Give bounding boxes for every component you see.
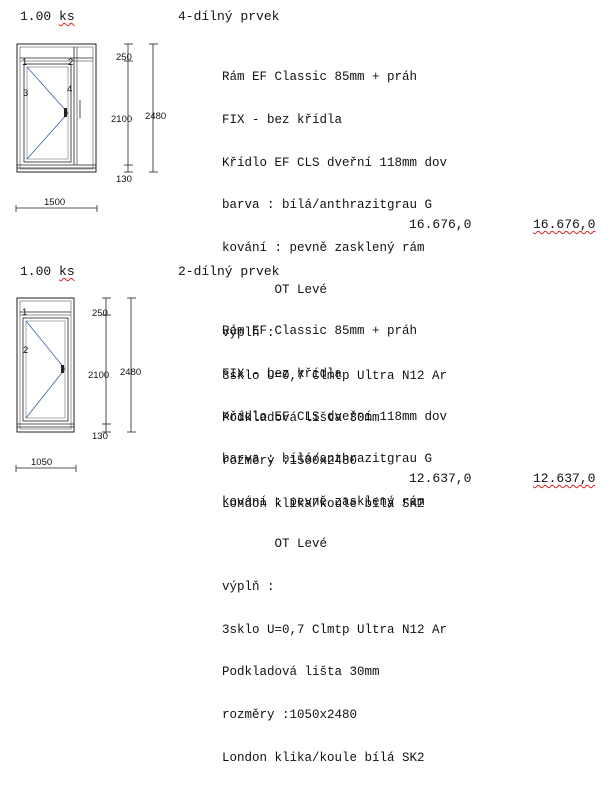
field-label: 1 <box>22 307 27 318</box>
width-dimension: 1050 <box>31 457 52 468</box>
unit-price: 12.637,0 <box>409 471 472 486</box>
dimension-middle: 2100 <box>88 370 109 381</box>
dimension-middle: 2100 <box>111 114 132 125</box>
width-dimension: 1500 <box>44 197 65 208</box>
dimension-top: 250 <box>116 52 132 63</box>
quote-item: 1.00 ks 2-dílný prvek 1 2 1050 250 2100 <box>0 256 612 765</box>
quantity: 1.00 ks <box>20 264 75 279</box>
item-title: 4-dílný prvek <box>178 9 280 24</box>
field-label: 2 <box>23 345 28 356</box>
dimension-height: 2480 <box>120 367 141 378</box>
dimension-bottom: 130 <box>92 431 108 442</box>
total-price: 12.637,0 <box>533 471 596 486</box>
total-price: 16.676,0 <box>533 217 596 232</box>
field-label: 4 <box>67 84 72 95</box>
window-drawing: 1 2 1050 250 2100 130 2480 <box>15 297 141 472</box>
dimension-bottom: 130 <box>116 174 132 185</box>
item-title: 2-dílný prvek <box>178 264 280 279</box>
dimension-height: 2480 <box>145 111 166 122</box>
field-label: 2 <box>68 57 73 68</box>
unit-price: 16.676,0 <box>409 217 472 232</box>
dimension-top: 250 <box>92 308 108 319</box>
quantity: 1.00 ks <box>20 9 75 24</box>
field-label: 1 <box>22 57 27 68</box>
window-drawing: 1 2 3 4 1500 250 2100 130 2480 <box>15 43 166 212</box>
field-label: 3 <box>23 88 28 99</box>
item-description: Rám EF Classic 85mm + práh FIX - bez kří… <box>222 324 448 765</box>
quote-item: 1.00 ks 4-dílný prvek 1 2 3 4 1500 <box>0 0 612 511</box>
